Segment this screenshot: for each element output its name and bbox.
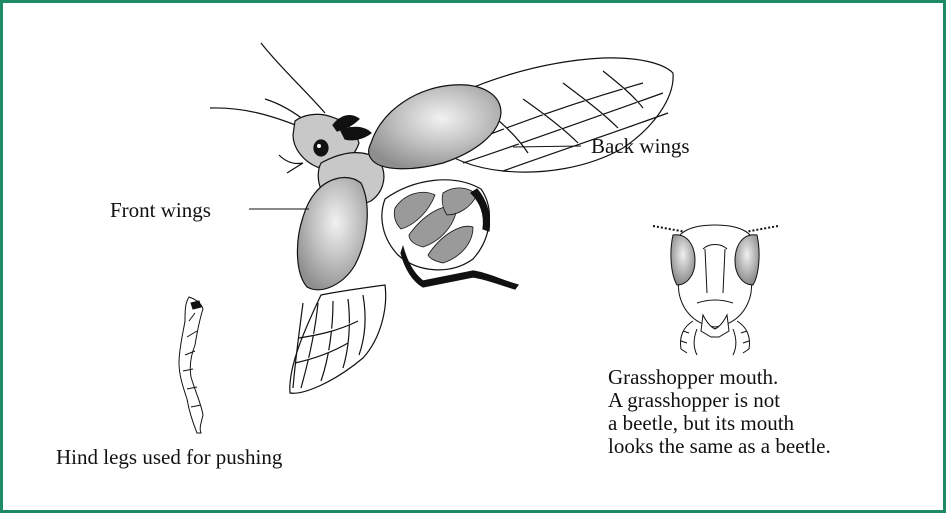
grasshopper-palp-left [681, 321, 694, 353]
grasshopper-palp-right [737, 321, 750, 353]
grasshopper-caption-line: A grasshopper is not [608, 389, 831, 412]
grasshopper-caption: Grasshopper mouth. A grasshopper is not … [608, 366, 831, 458]
front-wing-lower [297, 178, 367, 290]
beetle-front-leg [279, 155, 303, 173]
hind-legs-label: Hind legs used for pushing [56, 445, 282, 469]
grasshopper-caption-line: a beetle, but its mouth [608, 412, 831, 435]
grasshopper-head [653, 225, 778, 355]
beetle-antenna-top [261, 43, 325, 113]
beetle-antenna-left [210, 108, 303, 128]
front-wings-label: Front wings [110, 198, 211, 222]
back-wings-label: Back wings [591, 134, 690, 158]
grasshopper-caption-line: looks the same as a beetle. [608, 435, 831, 458]
hind-leg-detail [179, 297, 203, 433]
grasshopper-caption-line: Grasshopper mouth. [608, 366, 831, 389]
back-wing-lower [290, 285, 386, 393]
beetle-eye [314, 140, 328, 156]
beetle-illustration [210, 43, 673, 393]
